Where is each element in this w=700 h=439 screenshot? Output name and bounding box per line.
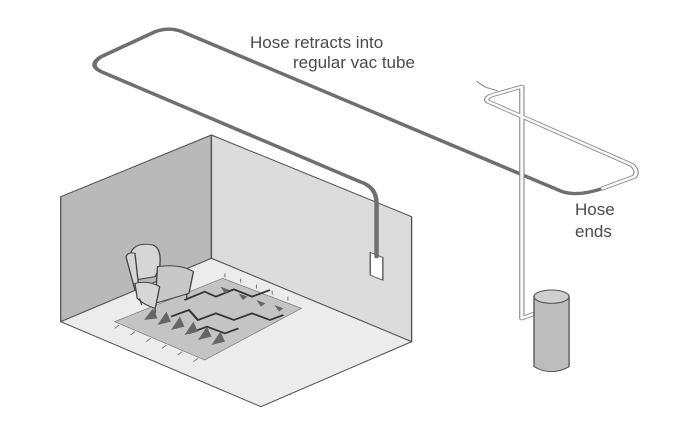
label-hose: Hose [575,200,615,219]
label-regular-vac-tube: regular vac tube [293,53,415,72]
rug [113,273,303,362]
vac-tube [476,81,639,321]
vacuum-canister [533,289,570,373]
retracted-hose [92,27,606,259]
room [60,134,413,408]
label-ends: ends [575,222,612,241]
label-hose-retracts: Hose retracts into [250,33,384,52]
armchair [125,243,195,314]
